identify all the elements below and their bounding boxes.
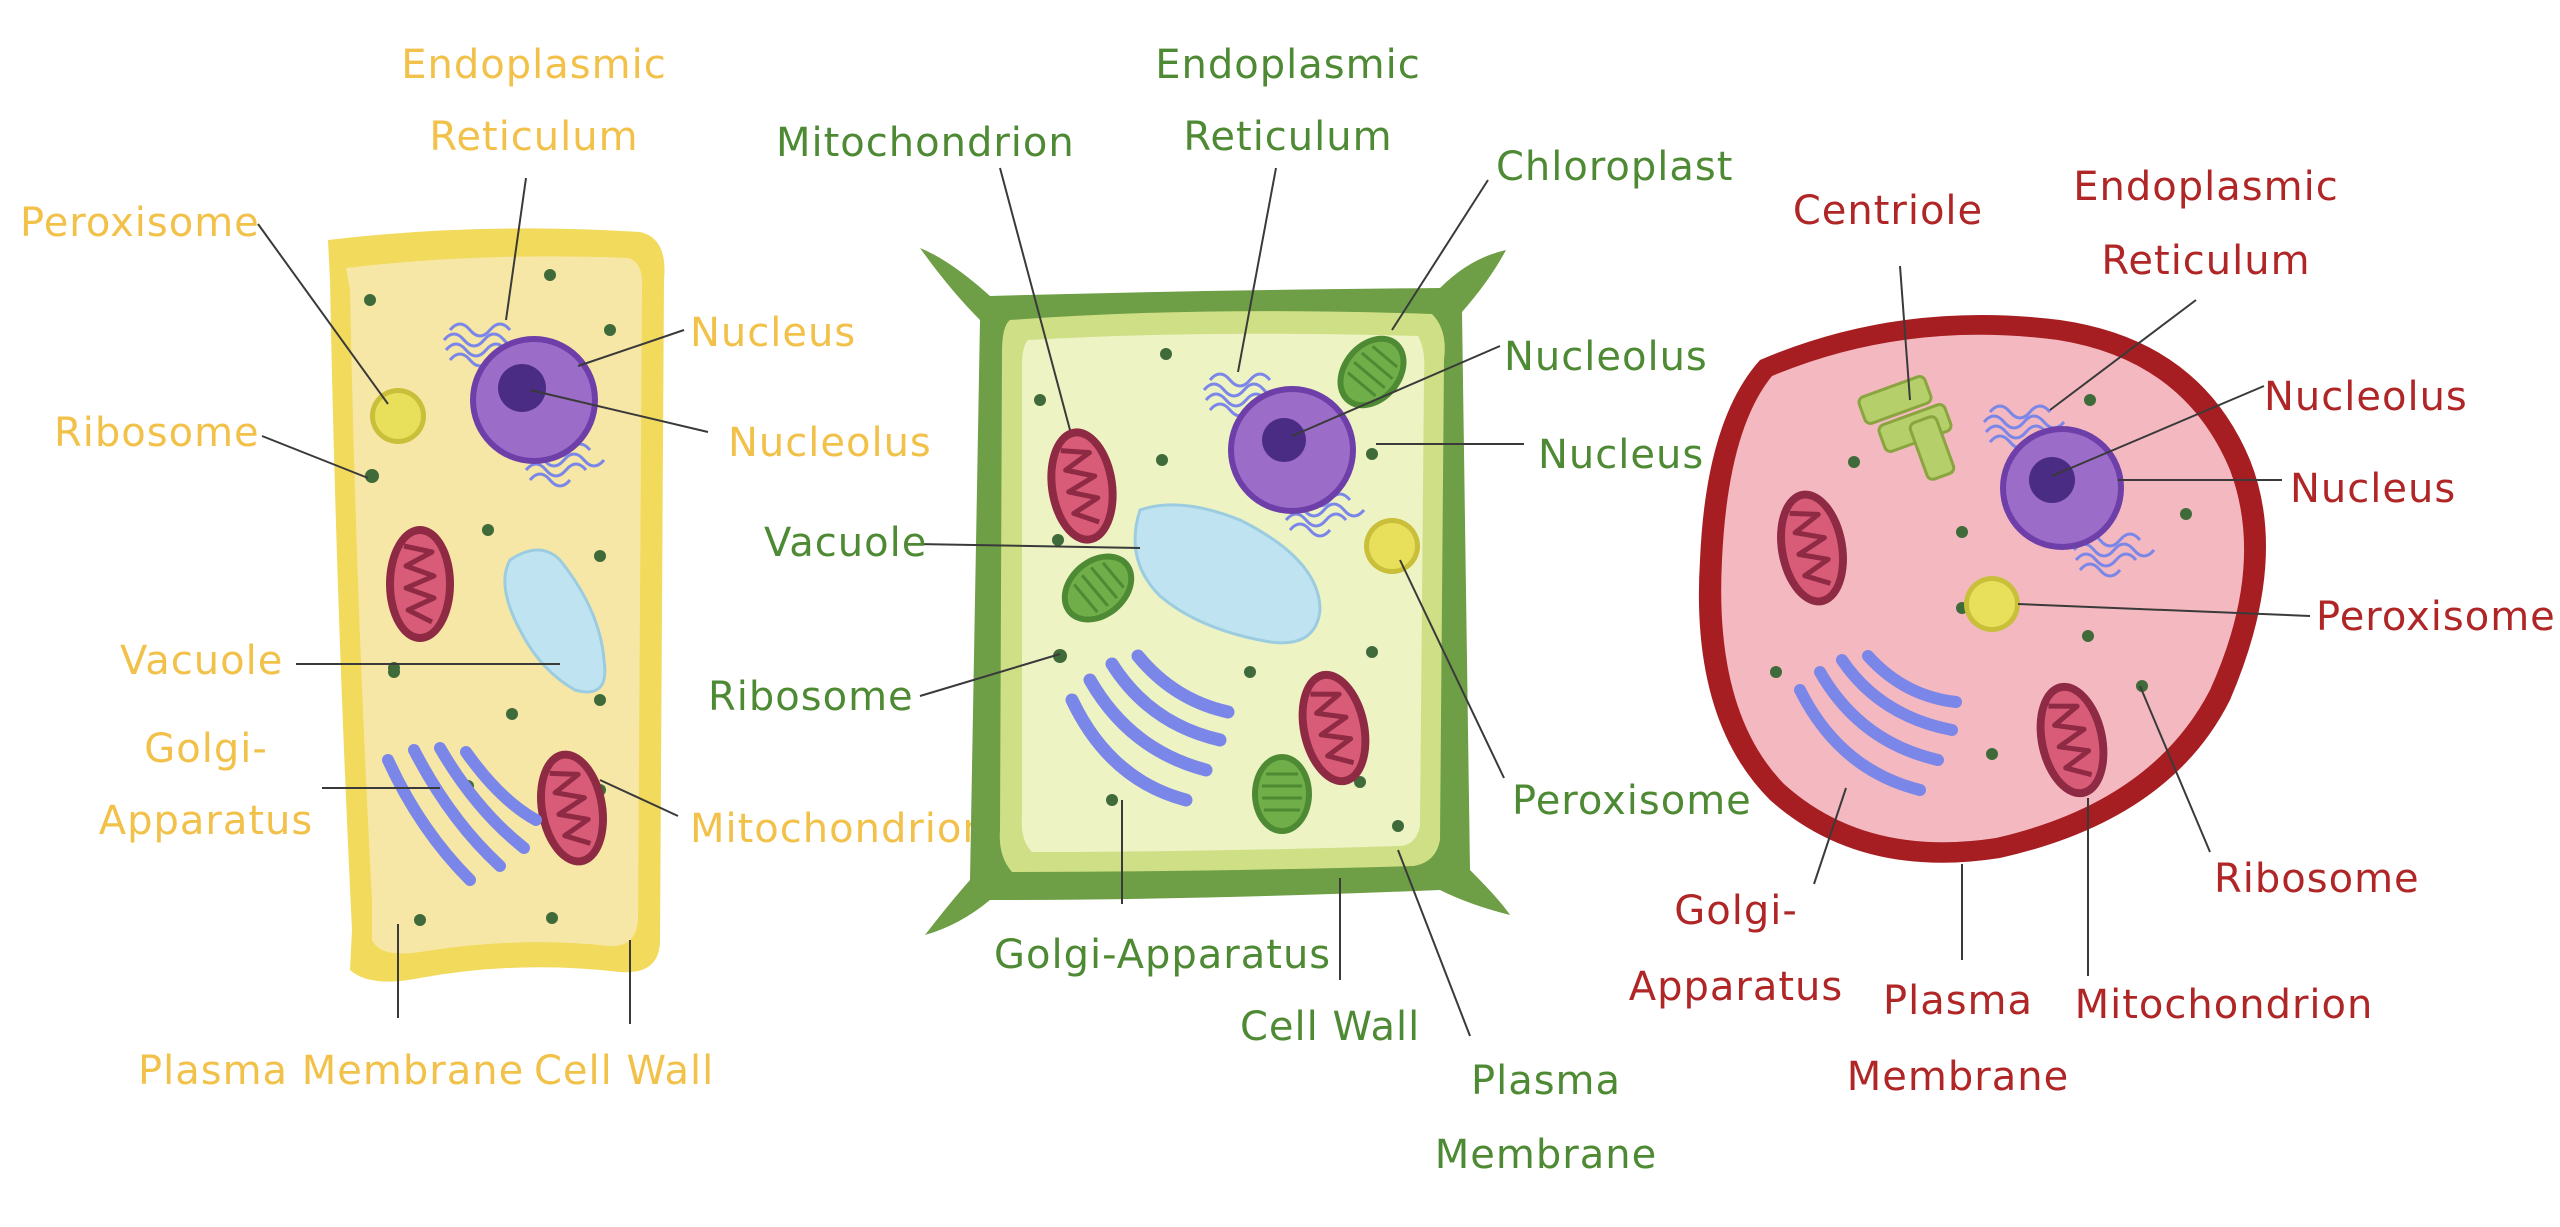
cell-2-er-label-2: Reticulum — [1183, 114, 1392, 160]
cell-1-golgi-label-1: Golgi- — [144, 726, 268, 772]
cell-2-vacuole — [1133, 503, 1322, 645]
cell-1: Endoplasmic Reticulum Peroxisome Ribosom… — [20, 42, 989, 1094]
cell-1-nucleus-label: Nucleus — [690, 310, 856, 356]
cell-3-nucleolus-label: Nucleolus — [2264, 374, 2468, 420]
cell-1-cell-wall-label: Cell Wall — [534, 1048, 714, 1094]
cell-3-golgi-label-2: Apparatus — [1629, 964, 1844, 1010]
cell-2: Mitochondrion Endoplasmic Reticulum Chlo… — [708, 42, 1752, 1178]
cell-3-er-label-2: Reticulum — [2101, 238, 2310, 284]
cell-1-mitochondrion-label: Mitochondrion — [690, 806, 989, 852]
cell-1-peroxisome-label: Peroxisome — [20, 200, 260, 246]
cell-1-vacuole-label: Vacuole — [120, 638, 283, 684]
cell-2-nucleolus-label: Nucleolus — [1504, 334, 1708, 380]
cell-2-plasma-membrane-label-1: Plasma — [1471, 1058, 1621, 1104]
cell-2-chloroplast-label: Chloroplast — [1496, 144, 1733, 190]
cell-2-cell-wall-label: Cell Wall — [1240, 1004, 1420, 1050]
cell-3-golgi — [1794, 650, 1962, 796]
cell-1-nucleolus — [498, 364, 546, 412]
cell-2-plasma-membrane-label-2: Membrane — [1435, 1132, 1657, 1178]
cell-1-nucleolus-label: Nucleolus — [728, 420, 932, 466]
cell-1-golgi-label-2: Apparatus — [99, 798, 314, 844]
cell-1-golgi — [382, 742, 542, 886]
cell-1-ribosome-label: Ribosome — [54, 410, 260, 456]
cell-1-vacuole — [503, 548, 607, 694]
cell-3-plasma-membrane-label-2: Membrane — [1847, 1054, 2069, 1100]
cell-3-golgi-label-1: Golgi- — [1674, 888, 1798, 934]
cell-3-plasma-membrane-label-1: Plasma — [1883, 978, 2033, 1024]
cell-3-nucleolus — [2029, 457, 2075, 503]
cell-3: Centriole Endoplasmic Reticulum Nucleolu… — [1629, 164, 2556, 1100]
cell-2-golgi — [1065, 649, 1235, 807]
cell-2-vacuole-label: Vacuole — [764, 520, 927, 566]
cell-3-peroxisome-label: Peroxisome — [2316, 594, 2556, 640]
cell-2-peroxisome-label: Peroxisome — [1512, 778, 1752, 824]
cell-1-er-label-2: Reticulum — [429, 114, 638, 160]
cell-3-mitochondrion-label: Mitochondrion — [2075, 982, 2374, 1028]
cell-1-plasma-membrane-label: Plasma Membrane — [138, 1048, 524, 1094]
cell-2-nucleus-label: Nucleus — [1538, 432, 1704, 478]
cell-3-ribosome-label: Ribosome — [2214, 856, 2420, 902]
cell-2-golgi-label: Golgi-Apparatus — [994, 932, 1331, 978]
cell-2-er-label-1: Endoplasmic — [1155, 42, 1420, 88]
cell-3-centriole-label: Centriole — [1793, 188, 1983, 234]
cell-3-nucleus-label: Nucleus — [2290, 466, 2456, 512]
cell-3-centriole — [1857, 375, 1956, 481]
cell-2-ribosome-label: Ribosome — [708, 674, 914, 720]
cell-3-er-label-1: Endoplasmic — [2073, 164, 2338, 210]
cell-1-er-label-1: Endoplasmic — [401, 42, 666, 88]
cell-2-nucleolus — [1262, 418, 1306, 462]
cell-2-mitochondrion-label: Mitochondrion — [776, 120, 1075, 166]
